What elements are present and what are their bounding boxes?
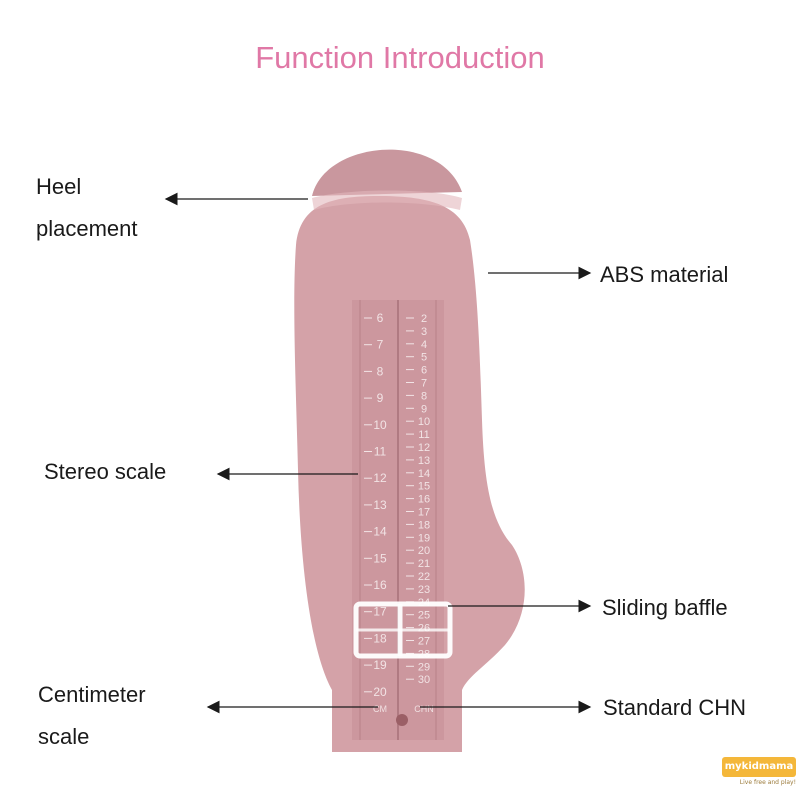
chn-tick-label: 23 <box>418 584 430 596</box>
chn-tick-label: 14 <box>418 468 430 480</box>
cm-tick-label: 18 <box>373 631 387 645</box>
abs-material-label: ABS material <box>600 262 729 287</box>
chn-tick-label: 10 <box>418 416 430 428</box>
cm-label-line1: Centimeter <box>38 682 146 707</box>
cm-tick-label: 12 <box>373 471 387 485</box>
cm-tick-group: 6 7 8 9 10 11 12 13 14 15 16 17 18 19 20 <box>364 311 387 699</box>
cm-tick-label: 6 <box>377 311 384 325</box>
chn-tick-label: 22 <box>418 571 430 583</box>
centimeter-scale-label: Centimeter scale <box>38 674 146 758</box>
chn-unit-label: CHN <box>414 704 434 714</box>
chn-tick-group: 2345678910111213141516171819202122232425… <box>406 313 430 686</box>
stereo-scale-label: Stereo scale <box>44 459 167 484</box>
cm-label-line2: scale <box>38 724 90 749</box>
chn-tick-label: 11 <box>418 429 429 441</box>
cm-tick-label: 10 <box>373 418 387 432</box>
cm-tick-label: 9 <box>377 391 384 405</box>
chn-tick-label: 7 <box>421 378 427 390</box>
cm-tick-label: 14 <box>373 525 387 539</box>
chn-tick-label: 17 <box>418 507 430 519</box>
brand-logo: mykidmama Live free and play! <box>722 757 796 793</box>
chn-tick-label: 21 <box>418 558 430 570</box>
brand-name: mykidmama <box>722 757 796 777</box>
chn-tick-label: 12 <box>418 442 430 454</box>
cm-tick-label: 19 <box>373 658 387 672</box>
chn-tick-label: 6 <box>421 365 427 377</box>
cm-tick-label: 15 <box>373 551 387 565</box>
chn-tick-label: 9 <box>421 403 427 415</box>
chn-tick-label: 18 <box>418 519 430 531</box>
chn-tick-label: 4 <box>421 339 427 351</box>
chn-tick-label: 19 <box>418 532 430 544</box>
chn-tick-label: 16 <box>418 494 430 506</box>
chn-tick-label: 30 <box>418 674 430 686</box>
heel-label-line1: Heel <box>36 174 82 199</box>
scale-hole <box>396 714 408 726</box>
heel-placement-label: Heel placement <box>36 166 138 250</box>
chn-tick-label: 15 <box>418 481 430 493</box>
chn-tick-label: 3 <box>421 326 427 338</box>
cm-tick-label: 16 <box>373 578 387 592</box>
chn-tick-label: 13 <box>418 455 430 467</box>
cm-tick-label: 8 <box>377 364 384 378</box>
chn-tick-label: 27 <box>418 636 430 648</box>
cm-unit-label: CM <box>373 704 387 714</box>
cm-tick-label: 13 <box>373 498 387 512</box>
cm-tick-label: 20 <box>373 685 387 699</box>
cm-tick-label: 11 <box>374 445 387 459</box>
sliding-baffle <box>353 601 453 659</box>
heel-label-line2: placement <box>36 216 138 241</box>
sliding-baffle-label: Sliding baffle <box>602 595 728 620</box>
page-title: Function Introduction <box>255 40 545 75</box>
chn-tick-label: 20 <box>418 545 430 557</box>
chn-tick-label: 2 <box>421 313 427 325</box>
chn-tick-label: 29 <box>418 661 430 673</box>
chn-tick-label: 8 <box>421 390 427 402</box>
brand-tagline: Live free and play! <box>739 779 796 786</box>
heel-cup <box>312 149 462 196</box>
chn-tick-label: 25 <box>418 610 430 622</box>
standard-chn-label: Standard CHN <box>603 695 747 720</box>
cm-tick-label: 7 <box>377 338 384 352</box>
chn-tick-label: 5 <box>421 352 427 364</box>
cm-tick-label: 17 <box>373 605 387 619</box>
